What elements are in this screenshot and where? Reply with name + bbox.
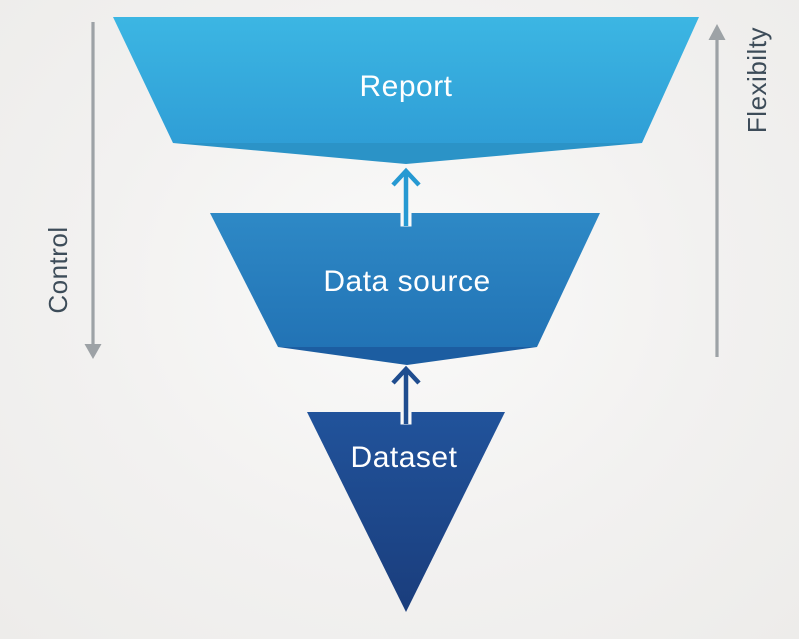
dataset-stage-label: Dataset: [351, 441, 458, 474]
control-axis: Control: [43, 22, 102, 359]
report-stage: Report: [113, 17, 699, 164]
report-stage-label: Report: [359, 70, 452, 103]
flexibility-axis-label: Flexibilty: [742, 27, 772, 133]
report-stage-fold: [173, 143, 642, 164]
up-arrowhead-icon: [708, 24, 726, 40]
dataset-stage-body: [307, 412, 505, 612]
datasource-stage: Data source: [210, 213, 600, 365]
datasource-stage-body: [210, 213, 600, 347]
down-arrowhead-icon: [84, 344, 102, 359]
flexibility-axis: Flexibilty: [708, 24, 772, 357]
datasource-stage-fold: [278, 347, 537, 365]
dataset-stage: Dataset: [307, 412, 505, 612]
up-arrow-dataset-to-datasource-icon: [391, 365, 421, 424]
report-stage-body: [113, 17, 699, 143]
up-arrow-datasource-to-report-icon: [391, 167, 421, 226]
control-axis-label: Control: [43, 226, 73, 313]
datasource-stage-label: Data source: [323, 265, 490, 298]
